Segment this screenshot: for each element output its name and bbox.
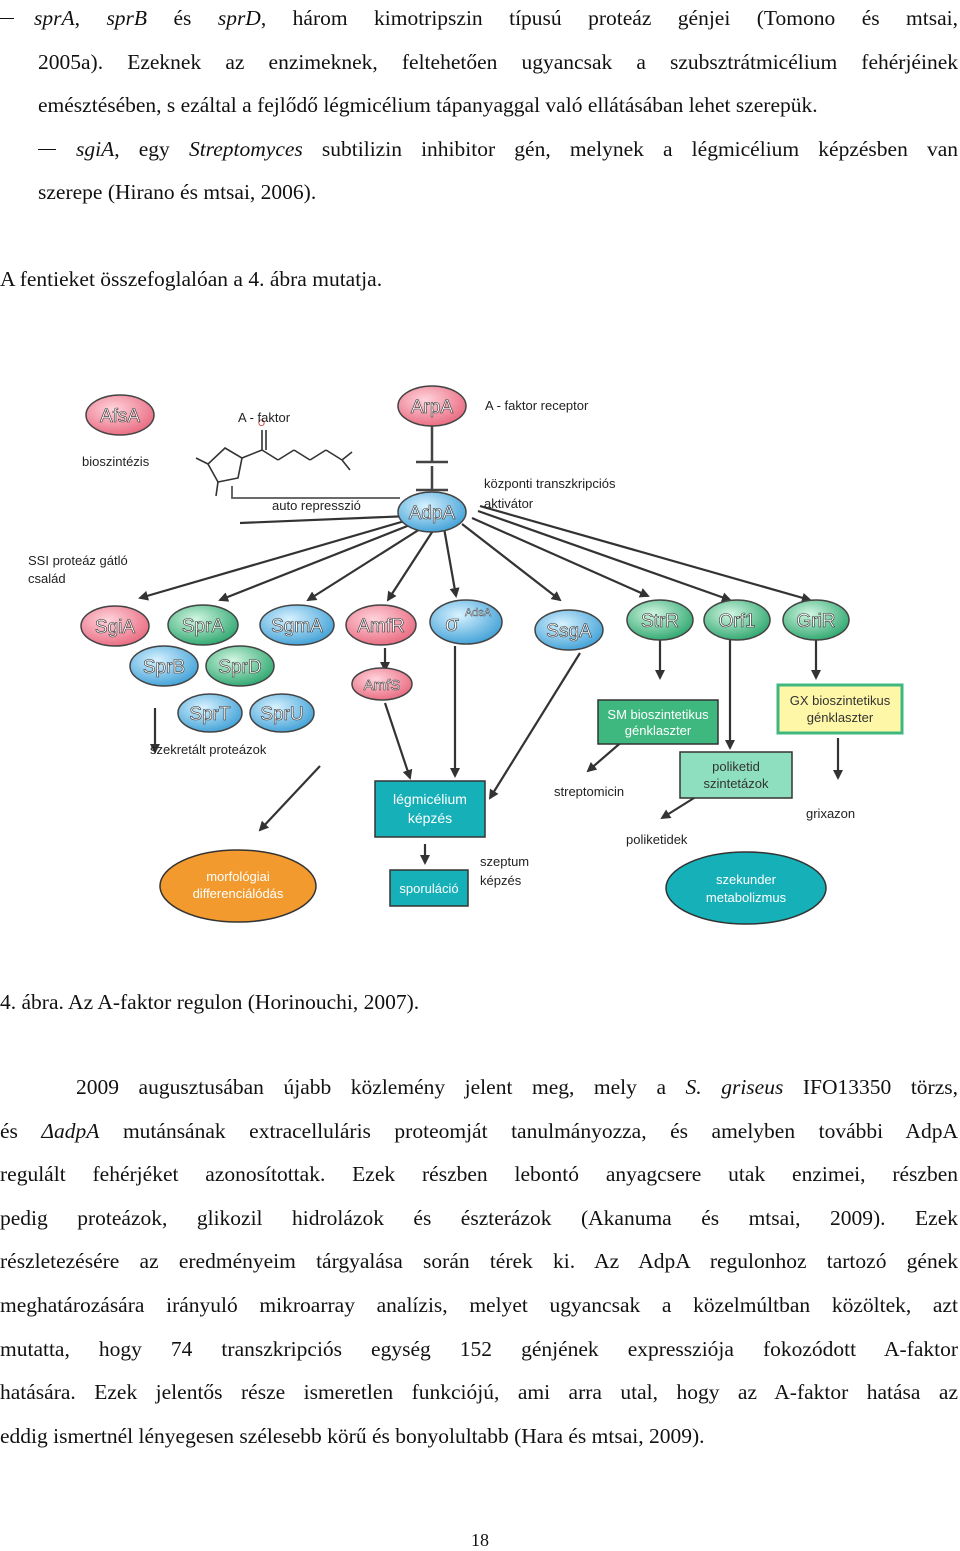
streptomycin-label: streptomicin (554, 784, 624, 799)
ssga-node: SsgA (534, 609, 604, 651)
svg-text:szintetázok: szintetázok (703, 776, 769, 791)
svg-text:SM bioszintetikus: SM bioszintetikus (607, 707, 709, 722)
strr-node: StrR (626, 599, 694, 641)
svg-text:képzés: képzés (408, 810, 452, 826)
svg-text:StrR: StrR (641, 611, 679, 632)
svg-text:génklaszter: génklaszter (625, 723, 692, 738)
sprt-node: SprT (177, 693, 243, 733)
a-factor-oh-label: O (258, 418, 265, 428)
regulation-arrows (138, 504, 843, 865)
paragraph-line-4: pedig proteázok, glikozil hidrolázok és … (0, 1206, 958, 1230)
grixazone-label: grixazon (806, 806, 855, 821)
svg-text:SgmA: SgmA (271, 616, 323, 637)
spru-node: SprU (249, 693, 315, 733)
svg-text:SprT: SprT (189, 704, 231, 725)
figure-caption: 4. ábra. Az A-faktor regulon (Horinouchi… (0, 990, 420, 1014)
paragraph-line-3: regulált fehérjéket azonosítottak. Ezek … (0, 1162, 958, 1186)
svg-text:AfsA: AfsA (100, 406, 140, 427)
list-item-1-line-3: emésztésében, s ezáltal a fejlődő légmic… (38, 93, 818, 117)
list-item-1-line-2: 2005a). Ezeknek az enzimeknek, feltehető… (38, 50, 958, 74)
svg-text:SprD: SprD (218, 657, 261, 678)
svg-text:SprU: SprU (260, 704, 303, 725)
paragraph-line-9: eddig ismertnél lényegesen szélesebb kör… (0, 1424, 705, 1448)
sprd-node: SprD (205, 645, 275, 687)
amfr-node: AmfR (345, 604, 417, 646)
aerial-mycelium-box: légmicélium képzés (374, 780, 486, 838)
spra-node: SprA (167, 604, 239, 646)
grir-node: GriR (782, 599, 850, 641)
svg-text:SprB: SprB (143, 657, 185, 678)
sgma-node: SgmA (259, 604, 335, 646)
ssi-inhibitor-label-2: család (28, 571, 66, 586)
paragraph-line-8: hatására. Ezek jelentős része ismeretlen… (0, 1380, 958, 1404)
svg-text:sporuláció: sporuláció (399, 881, 458, 896)
summary-sentence: A fentieket összefoglalóan a 4. ábra mut… (0, 267, 383, 291)
septum-label-1: szeptum (480, 854, 529, 869)
svg-text:SprA: SprA (182, 616, 225, 637)
svg-text:differenciálódás: differenciálódás (193, 886, 284, 901)
auto-repression-line (231, 486, 400, 499)
secreted-proteases-label: szekretált proteázok (150, 742, 267, 757)
svg-text:SsgA: SsgA (546, 621, 592, 642)
polyketide-synthase-box: poliketid szintetázok (679, 751, 793, 799)
list-item-2-line-2: szerepe (Hirano és mtsai, 2006). (38, 180, 317, 204)
svg-text:poliketid: poliketid (712, 759, 760, 774)
list-item-2-line-1: sgiA, egy Streptomyces subtilizin inhibi… (38, 135, 958, 163)
auto-repression-label: auto represszió (272, 498, 361, 513)
svg-text:AmfS: AmfS (364, 677, 401, 694)
paragraph-line-1: 2009 augusztusában újabb közlemény jelen… (76, 1075, 959, 1099)
ssi-inhibitor-label-1: SSI proteáz gátló (28, 553, 128, 568)
a-factor-receptor-label: A - faktor receptor (485, 398, 589, 413)
sprb-node: SprB (129, 645, 199, 687)
adpa-node: AdpA (397, 491, 467, 533)
svg-text:σ: σ (445, 611, 459, 636)
gx-cluster-box: GX bioszintetikus génklaszter (776, 683, 904, 735)
morphological-differentiation-node: morfológiai differenciálódás (159, 849, 317, 923)
svg-text:génklaszter: génklaszter (807, 710, 874, 725)
arpa-inhibition (416, 426, 448, 492)
page-number: 18 (471, 1530, 489, 1550)
sm-cluster-box: SM bioszintetikus génklaszter (597, 699, 719, 745)
a-factor-regulon-diagram: O AfsA ArpA AdpA SgiA SprA SgmA AmfR σ A… (28, 385, 904, 925)
svg-text:Orf1: Orf1 (719, 611, 756, 632)
svg-text:metabolizmus: metabolizmus (706, 890, 787, 905)
svg-text:GX bioszintetikus: GX bioszintetikus (790, 693, 891, 708)
sgia-node: SgiA (80, 605, 150, 647)
sigma-adsa-node: σ AdsA (429, 599, 503, 645)
svg-text:légmicélium: légmicélium (393, 791, 467, 807)
secondary-metabolism-node: szekunder metabolizmus (665, 851, 827, 925)
septum-label-2: képzés (480, 873, 522, 888)
a-factor-label: A - faktor (238, 410, 291, 425)
paragraph-line-7: mutatta, hogy 74 transzkripciós egység 1… (0, 1337, 958, 1361)
central-activator-label-2: aktivátor (484, 496, 534, 511)
svg-text:morfológiai: morfológiai (206, 869, 270, 884)
a-factor-molecule (195, 430, 353, 497)
list-item-1-line-1: sprA, sprB és sprD, három kimotripszin t… (0, 4, 958, 32)
sporulation-box: sporuláció (389, 869, 469, 907)
svg-text:SgiA: SgiA (95, 617, 135, 638)
svg-text:szekunder: szekunder (716, 872, 777, 887)
list-dash (38, 149, 56, 150)
paragraph-line-6: meghatározására irányuló mikroarray anal… (0, 1293, 958, 1317)
list-dash (0, 18, 14, 19)
svg-text:AdsA: AdsA (465, 607, 492, 619)
biosynthesis-label: bioszintézis (82, 454, 150, 469)
orf1-node: Orf1 (703, 599, 771, 641)
svg-text:GriR: GriR (796, 611, 835, 632)
polyketides-label: poliketidek (626, 832, 688, 847)
svg-text:ArpA: ArpA (411, 397, 454, 418)
afsa-node: AfsA (85, 394, 155, 436)
paragraph-line-5: részletezésére az eredményeim tárgyalása… (0, 1249, 958, 1273)
amfs-node: AmfS (351, 667, 413, 701)
paragraph-line-2: és ΔadpA mutánsának extracelluláris prot… (0, 1119, 958, 1143)
svg-text:AdpA: AdpA (409, 503, 456, 524)
arpa-node: ArpA (397, 385, 467, 427)
central-activator-label-1: központi transzkripciós (484, 476, 616, 491)
svg-text:AmfR: AmfR (357, 616, 405, 637)
